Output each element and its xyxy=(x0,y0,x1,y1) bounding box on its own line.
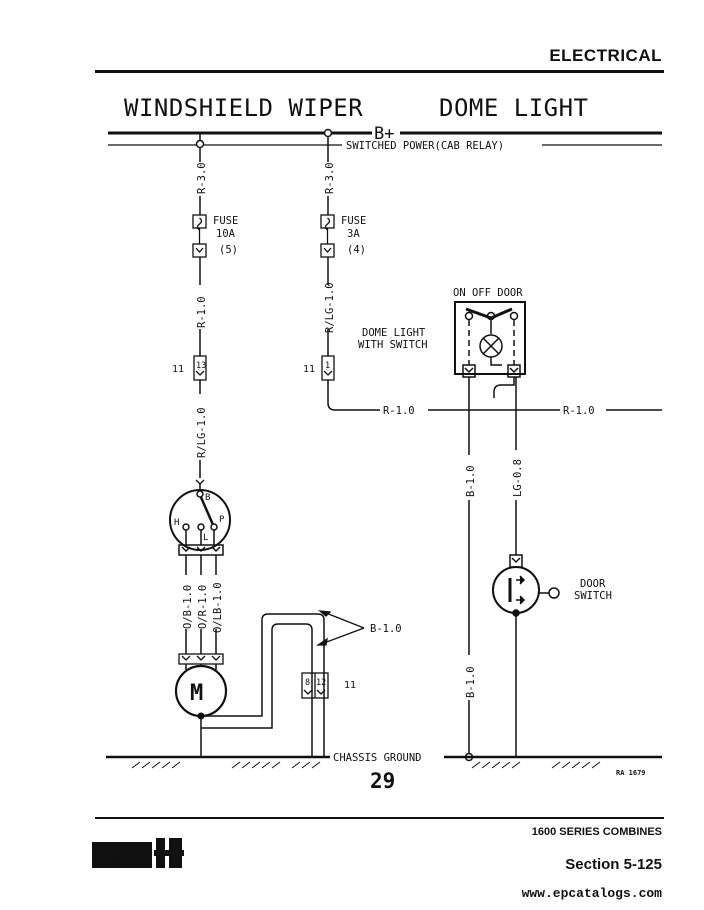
wire-label-or10: O/R-1.0 xyxy=(197,585,209,629)
dome-branch-wires xyxy=(327,133,662,411)
switch-term-b: B xyxy=(205,493,210,503)
wire-label-b10-door: B-1.0 xyxy=(465,666,477,698)
wire-label-lg08: LG-0.8 xyxy=(512,459,524,497)
dome-label-2: WITH SWITCH xyxy=(358,339,428,351)
wire-label-r10-a: R-1.0 xyxy=(196,296,208,328)
wire-label-rlg10-b: R/LG-1.0 xyxy=(324,282,336,333)
ground-return-wire xyxy=(201,613,325,757)
fuse2-number: (4) xyxy=(347,244,366,256)
fuse1-rating: 10A xyxy=(216,228,236,240)
connector-8-pin: 8 xyxy=(305,678,310,688)
door-switch-label-2: SWITCH xyxy=(574,590,612,602)
diagram-title-wiper: WINDSHIELD WIPER xyxy=(124,94,364,122)
header-rule xyxy=(95,70,664,73)
chassis-ground-bus xyxy=(106,755,662,769)
fuse2-rating: 3A xyxy=(347,228,360,240)
splice-node xyxy=(195,139,205,149)
wire-label-ob10: O/B-1.0 xyxy=(182,585,194,629)
section-header: ELECTRICAL xyxy=(549,46,662,65)
motor-connector xyxy=(178,653,224,665)
series-label: 1600 SERIES COMBINES xyxy=(531,826,662,838)
footer-rule xyxy=(95,817,664,819)
wiper-branch-wires xyxy=(185,133,217,757)
splice-node-dome xyxy=(323,128,333,138)
wire-label-r10-h2: R-1.0 xyxy=(563,405,595,417)
fuse-3a xyxy=(320,214,335,258)
wire-label-olb10: O/LB-1.0 xyxy=(212,582,224,633)
bplus-label: B+ xyxy=(374,124,394,144)
dome-label-1: DOME LIGHT xyxy=(362,327,426,339)
case-ih-logo: case xyxy=(92,838,184,868)
fuse1-number: (5) xyxy=(219,244,238,256)
connector-13-pin: 13 xyxy=(196,361,206,371)
callout-arrows xyxy=(315,610,365,646)
fuse-10a xyxy=(192,214,207,258)
section-number: Section 5-125 xyxy=(565,856,662,873)
page-diagram-number: 29 xyxy=(370,769,395,793)
dome-positions: ON OFF DOOR xyxy=(453,287,523,299)
fuse1-label: FUSE xyxy=(213,215,238,227)
connector-8-12 xyxy=(301,672,329,699)
wire-label-r30-a: R-3.0 xyxy=(196,162,208,194)
dome-down-wires xyxy=(468,377,517,757)
motor-label: M xyxy=(190,681,203,706)
switch-term-p: P xyxy=(219,515,225,525)
connector-1 xyxy=(321,355,335,381)
wiper-switch xyxy=(169,489,231,556)
connector-13 xyxy=(193,355,207,381)
switch-term-l: L xyxy=(203,533,208,543)
door-switch xyxy=(492,554,560,617)
door-switch-label-1: DOOR xyxy=(580,578,606,590)
diagram-ref: RA 1679 xyxy=(616,769,646,777)
connector-1-id: 11 xyxy=(303,364,315,375)
wire-label-b10-dome: B-1.0 xyxy=(465,465,477,497)
connector-812-id: 11 xyxy=(344,680,356,691)
connector-1-pin: 1 xyxy=(325,361,330,371)
connector-13-id: 11 xyxy=(172,364,184,375)
switch-term-h: H xyxy=(174,518,179,528)
wire-label-r30-b: R-3.0 xyxy=(324,162,336,194)
wire-label-r10-h1: R-1.0 xyxy=(383,405,415,417)
wire-label-b10-callout: B-1.0 xyxy=(370,623,402,635)
source-url[interactable]: www.epcatalogs.com xyxy=(521,886,662,901)
chassis-ground-label: CHASSIS GROUND xyxy=(333,752,422,764)
dome-light-switch xyxy=(454,301,526,398)
logo-text: case xyxy=(96,844,147,868)
diagram-title-dome: DOME LIGHT xyxy=(439,94,589,122)
switched-power-label: SWITCHED POWER(CAB RELAY) xyxy=(346,140,504,152)
switch-input-arrow xyxy=(195,479,205,485)
connector-12-pin: 12 xyxy=(316,678,326,688)
fuse2-label: FUSE xyxy=(341,215,366,227)
wire-label-rlg10-a: R/LG-1.0 xyxy=(196,407,208,458)
